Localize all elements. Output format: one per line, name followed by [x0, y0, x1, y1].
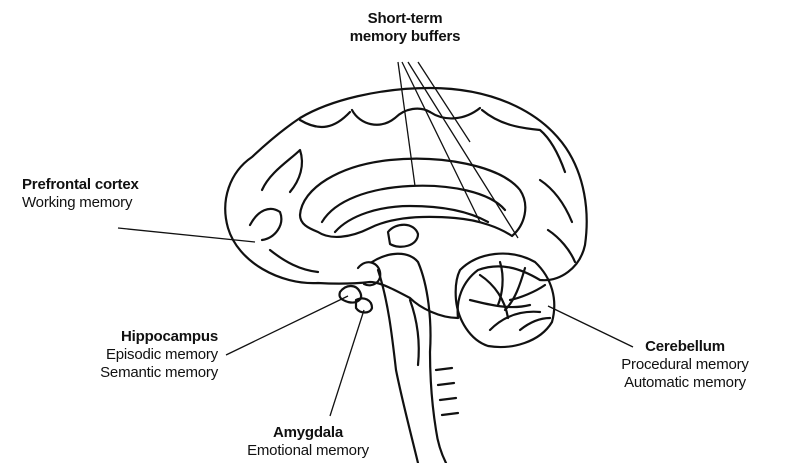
thalamus [388, 225, 418, 247]
cerebellum-title: Cerebellum [600, 338, 770, 356]
leader-short-term-2 [402, 62, 480, 222]
prefrontal-title: Prefrontal cortex [22, 176, 139, 194]
cerebellum-function-2: Automatic memory [600, 374, 770, 392]
amygdala-title: Amygdala [228, 424, 388, 442]
cerebellum-label: Cerebellum Procedural memory Automatic m… [600, 338, 770, 392]
leader-prefrontal [118, 228, 255, 242]
hippocampus-function-1: Episodic memory [60, 346, 218, 364]
short-term-label: Short-term memory buffers [330, 10, 480, 46]
prefrontal-label: Prefrontal cortex Working memory [22, 176, 139, 212]
short-term-title-line2: memory buffers [330, 28, 480, 46]
leader-short-term-1 [398, 62, 415, 186]
leader-amygdala [330, 310, 364, 416]
prefrontal-function: Working memory [22, 194, 139, 212]
leader-short-term-4 [418, 62, 470, 142]
hippocampus-function-2: Semantic memory [60, 364, 218, 382]
cerebellum-function-1: Procedural memory [600, 356, 770, 374]
leader-hippocampus [226, 296, 348, 355]
hippocampus-title: Hippocampus [60, 328, 218, 346]
hippocampus-label: Hippocampus Episodic memory Semantic mem… [60, 328, 218, 382]
amygdala-function: Emotional memory [228, 442, 388, 460]
amygdala-label: Amygdala Emotional memory [228, 424, 388, 460]
short-term-title-line1: Short-term [330, 10, 480, 28]
